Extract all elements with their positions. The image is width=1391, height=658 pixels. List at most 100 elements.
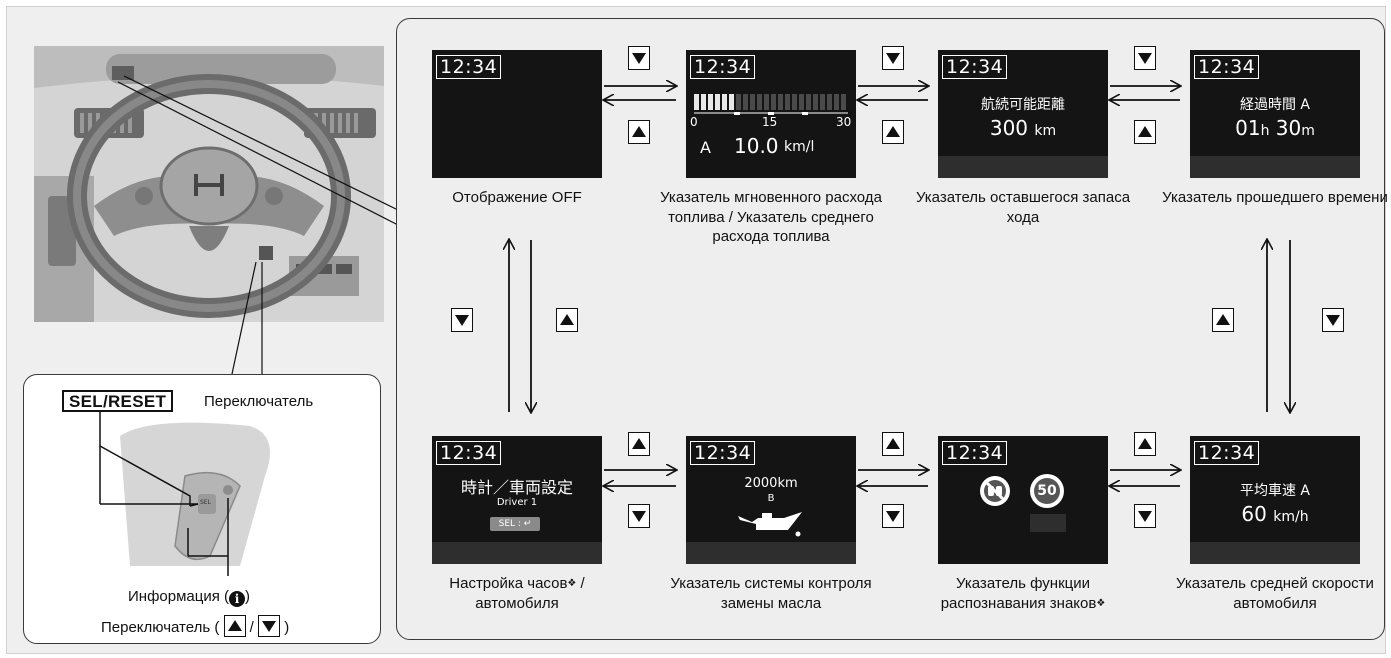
caption-sign-line1: Указатель функции bbox=[956, 575, 1090, 592]
clock-readout: 12:34 bbox=[690, 441, 756, 465]
screen-footer bbox=[1190, 542, 1360, 564]
fuel-bargraph bbox=[694, 94, 848, 115]
up-button-icon bbox=[556, 308, 578, 332]
sel-reset-label: SEL/RESET bbox=[62, 390, 174, 412]
no-overtaking-sign-icon bbox=[980, 476, 1010, 506]
supplementary-sign-placeholder bbox=[1030, 514, 1066, 532]
up-button-icon bbox=[1212, 308, 1234, 332]
down-button-icon bbox=[1134, 46, 1156, 70]
svg-text:SEL: SEL bbox=[200, 499, 212, 506]
info-close: ) bbox=[245, 588, 251, 605]
fuel-trip-letter: A bbox=[700, 138, 711, 157]
clock-readout: 12:34 bbox=[436, 441, 502, 465]
down-button-icon bbox=[451, 308, 473, 332]
elapsed-minutes: 30 bbox=[1275, 116, 1302, 140]
fuel-value: 10.0 bbox=[734, 134, 779, 158]
slash: / bbox=[249, 619, 254, 636]
screen-footer bbox=[1190, 156, 1360, 178]
screen-range: 12:34 航続可能距離 300 km bbox=[938, 50, 1108, 178]
caption-fuel-consumption: Указатель мгновенного расхода топлива / … bbox=[660, 189, 882, 245]
up-button-icon bbox=[1134, 432, 1156, 456]
caption-average-speed: Указатель средней скорости автомобиля bbox=[1176, 575, 1374, 612]
oil-value: 2000km bbox=[744, 476, 798, 491]
up-button-icon bbox=[628, 120, 650, 144]
range-value: 300 bbox=[989, 116, 1029, 140]
screen-footer bbox=[432, 542, 602, 564]
switch-arrows-label: Переключатель ( / ) bbox=[101, 615, 289, 637]
up-button-icon bbox=[1134, 120, 1156, 144]
caption-clock-setting: Настройка часов❖ / автомобиля bbox=[402, 574, 632, 613]
speed-title: 平均車速 A bbox=[1239, 483, 1311, 499]
clock-setting-title: 時計／車両設定 bbox=[460, 478, 573, 497]
caption-elapsed-time: Указатель прошедшего времени bbox=[1162, 189, 1388, 206]
caption-display-off: Отображение OFF bbox=[452, 189, 582, 206]
steering-switch-drawing: SEL bbox=[99, 422, 270, 576]
down-button-icon bbox=[628, 504, 650, 528]
speed-limit-value: 50 bbox=[1034, 478, 1060, 504]
clock-readout: 12:34 bbox=[1194, 441, 1260, 465]
caption-range: Указатель оставшегося запаса хода bbox=[915, 189, 1131, 226]
close-paren: ) bbox=[284, 619, 290, 636]
range-title: 航続可能距離 bbox=[981, 97, 1065, 113]
down-button-icon bbox=[628, 46, 650, 70]
up-button-icon bbox=[628, 432, 650, 456]
screen-clock-setting: 12:34 時計／車両設定 Driver 1 SEL : ↵ bbox=[432, 436, 602, 564]
caption-clock-line2: автомобиля bbox=[475, 594, 559, 612]
screen-footer bbox=[938, 156, 1108, 178]
info-label-text: Информация ( bbox=[128, 588, 230, 605]
screen-average-speed: 12:34 平均車速 A 60 km/h bbox=[1190, 436, 1360, 564]
switch-label: Переключатель bbox=[204, 393, 314, 410]
up-button-icon bbox=[882, 432, 904, 456]
caption-clock-slash: / bbox=[576, 575, 585, 592]
clock-readout: 12:34 bbox=[436, 55, 502, 79]
elapsed-hours: 01 bbox=[1235, 116, 1261, 140]
screen-display-off: 12:34 bbox=[432, 50, 602, 178]
screen-fuel-consumption: 12:34 0 15 30 A 10.0 km/l bbox=[686, 50, 856, 178]
caption-sign-recognition: Указатель функции распознавания знаков❖ bbox=[908, 574, 1138, 613]
down-button-icon bbox=[882, 504, 904, 528]
scale-max: 30 bbox=[836, 115, 852, 129]
sel-enter-badge: SEL : ↵ bbox=[490, 517, 540, 531]
info-icon: i bbox=[229, 591, 246, 607]
dashboard-illustration bbox=[34, 46, 384, 322]
clock-readout: 12:34 bbox=[942, 55, 1008, 79]
oil-code: B bbox=[767, 493, 775, 504]
speed-unit: km/h bbox=[1273, 509, 1309, 525]
speed-readout: 60 km/h bbox=[1190, 502, 1360, 526]
oil-can-icon bbox=[738, 512, 802, 537]
info-label: Информация (i) bbox=[128, 588, 250, 607]
screen-footer bbox=[686, 542, 856, 564]
star-icon: ❖ bbox=[567, 578, 577, 589]
switch-detail-inset bbox=[23, 374, 381, 644]
driver-label: Driver 1 bbox=[496, 497, 538, 508]
steering-wheel-drawing bbox=[34, 46, 384, 322]
clock-readout: 12:34 bbox=[942, 441, 1008, 465]
speed-limit-sign: 50 bbox=[1030, 474, 1064, 508]
up-button-icon bbox=[223, 615, 246, 637]
elapsed-minutes-unit: m bbox=[1301, 123, 1315, 139]
scale-mid: 15 bbox=[762, 115, 778, 129]
screen-elapsed-time: 12:34 経過時間 A 01h 30m bbox=[1190, 50, 1360, 178]
display-marker bbox=[112, 66, 134, 80]
star-icon: ❖ bbox=[1096, 597, 1106, 609]
up-button-icon bbox=[882, 120, 904, 144]
fuel-unit: km/l bbox=[784, 139, 815, 155]
down-button-icon bbox=[1322, 308, 1344, 332]
screen-sign-recognition: 12:34 50 bbox=[938, 436, 1108, 564]
elapsed-title: 経過時間 A bbox=[1239, 97, 1311, 113]
caption-clock-line1: Настройка часов bbox=[449, 575, 568, 592]
range-readout: 300 km bbox=[938, 116, 1108, 140]
sel-leader-line bbox=[99, 412, 198, 505]
caption-sign-line2: распознавания знаков bbox=[940, 594, 1097, 612]
clock-readout: 12:34 bbox=[1194, 55, 1260, 79]
range-unit: km bbox=[1034, 123, 1057, 139]
down-button-icon bbox=[882, 46, 904, 70]
down-button-icon bbox=[258, 615, 281, 637]
down-button-icon bbox=[1134, 504, 1156, 528]
elapsed-hours-unit: h bbox=[1260, 123, 1270, 139]
elapsed-readout: 01h 30m bbox=[1190, 116, 1360, 140]
speed-value: 60 bbox=[1241, 502, 1267, 526]
switch-line-text: Переключатель ( bbox=[101, 619, 220, 636]
caption-oil-life: Указатель системы контроля замены масла bbox=[670, 575, 872, 612]
